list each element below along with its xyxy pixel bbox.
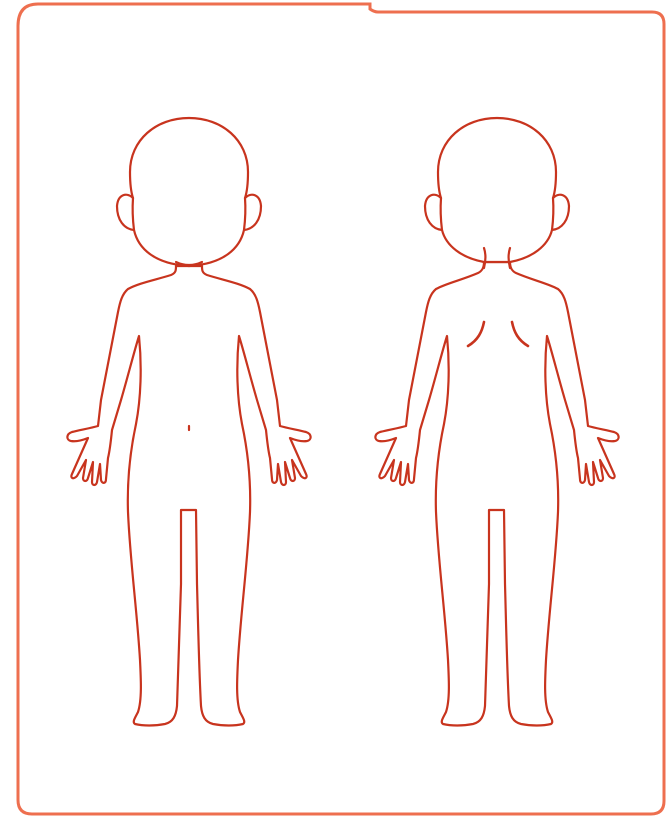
back-left-ear-line [441,198,442,230]
front-left-ear-line [133,198,134,230]
front-right-ear-line [244,198,245,230]
back-right-ear-line [552,198,553,230]
